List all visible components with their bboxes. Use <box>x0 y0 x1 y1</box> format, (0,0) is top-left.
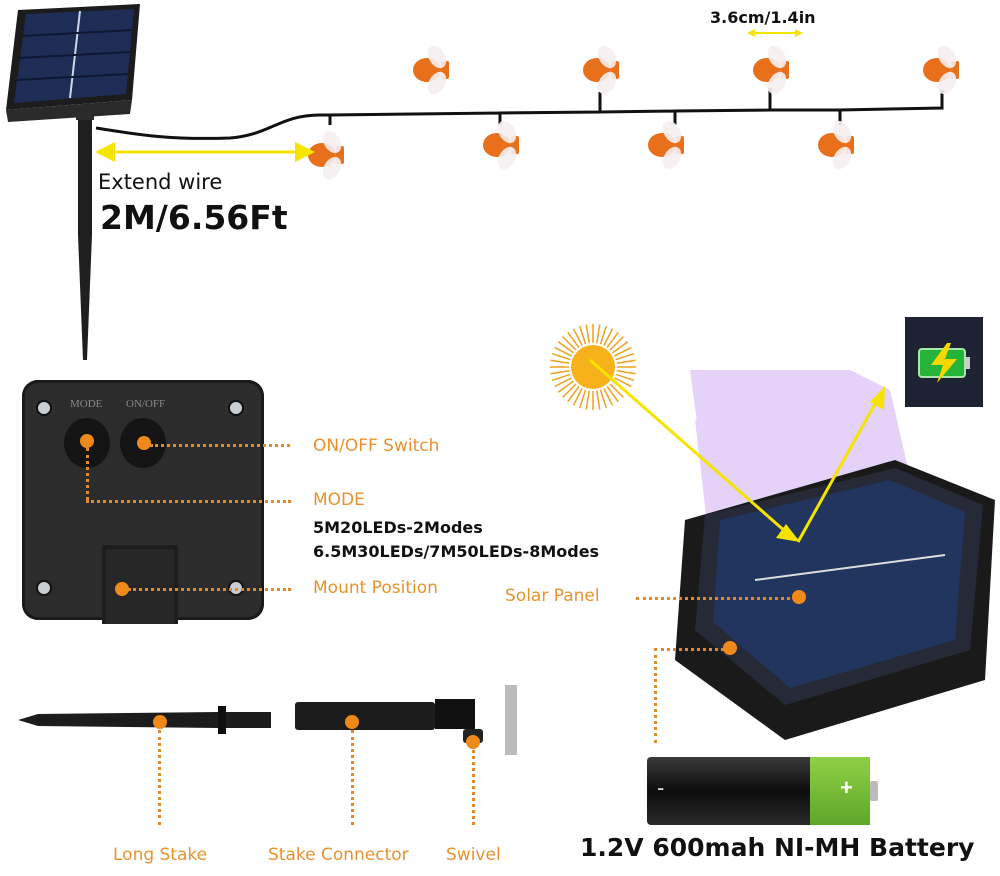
small-solar-panel-icon <box>6 4 140 122</box>
bulb-spacing-label: 3.6cm/1.4in <box>710 8 816 27</box>
screw-icon <box>228 400 244 416</box>
solar-panel-leader <box>636 597 796 600</box>
swivel-label: Swivel <box>446 845 501 865</box>
long-stake-icon <box>18 706 271 734</box>
onoff-button-label: ON/OFF <box>126 398 166 410</box>
stake-connector-icon <box>295 685 517 755</box>
bee-bulb-icon <box>745 45 805 95</box>
swivel-dot <box>466 735 480 749</box>
bee-bulb-icon <box>915 45 975 95</box>
spacing-arrow-icon <box>747 29 803 37</box>
bee-bulb-icon <box>575 45 635 95</box>
bee-bulb-icon <box>810 120 870 170</box>
swivel-leader <box>472 750 475 825</box>
solar-panel-dot <box>792 590 806 604</box>
stake-connector-label: Stake Connector <box>268 845 409 865</box>
onoff-dot <box>137 436 151 450</box>
bee-bulb-icon <box>405 45 465 95</box>
mode-leader-h <box>86 500 291 503</box>
mount-dot <box>115 582 129 596</box>
mode-spec-2: 6.5M30LEDs/7M50LEDs-8Modes <box>313 542 600 561</box>
mode-spec-1: 5M20LEDs-2Modes <box>313 518 483 537</box>
battery-plus: + <box>840 775 853 800</box>
mount-leader <box>128 588 291 591</box>
mode-dot <box>80 434 94 448</box>
screw-icon <box>36 580 52 596</box>
connector-leader <box>351 730 354 825</box>
battery-compartment-dot <box>723 641 737 655</box>
bee-bulb-icon <box>300 130 360 180</box>
extend-wire-arrow-icon <box>95 142 315 162</box>
solar-panel-callout: Solar Panel <box>505 586 600 606</box>
battery-charging-icon <box>905 317 983 407</box>
battery-leader-v <box>654 648 657 743</box>
mode-callout: MODE <box>313 490 365 510</box>
solar-light-unit <box>665 460 1000 740</box>
mount-callout: Mount Position <box>313 578 438 598</box>
extend-wire-label: Extend wire <box>98 170 223 194</box>
onoff-leader <box>150 444 290 447</box>
aa-battery-icon: - + <box>647 757 878 825</box>
bee-bulb-icon <box>640 120 700 170</box>
long-stake-label: Long Stake <box>113 845 208 865</box>
sunlight-arrow-icon <box>589 358 885 543</box>
long-stake-dot <box>153 715 167 729</box>
bee-bulb-icon <box>475 120 535 170</box>
onoff-callout: ON/OFF Switch <box>313 436 440 456</box>
extend-wire-length: 2M/6.56Ft <box>100 198 288 237</box>
mode-button-label: MODE <box>70 398 103 410</box>
sun-icon <box>550 324 636 410</box>
long-stake-leader <box>158 730 161 825</box>
mount-slot <box>102 545 178 624</box>
string-lights-wire <box>95 88 944 140</box>
battery-leader-h <box>654 648 724 651</box>
battery-caption: 1.2V 600mah NI-MH Battery <box>580 833 975 862</box>
mode-leader-v <box>86 448 89 500</box>
ground-stake-icon <box>76 112 94 360</box>
screw-icon <box>36 400 52 416</box>
connector-dot <box>345 715 359 729</box>
battery-minus: - <box>657 775 665 800</box>
